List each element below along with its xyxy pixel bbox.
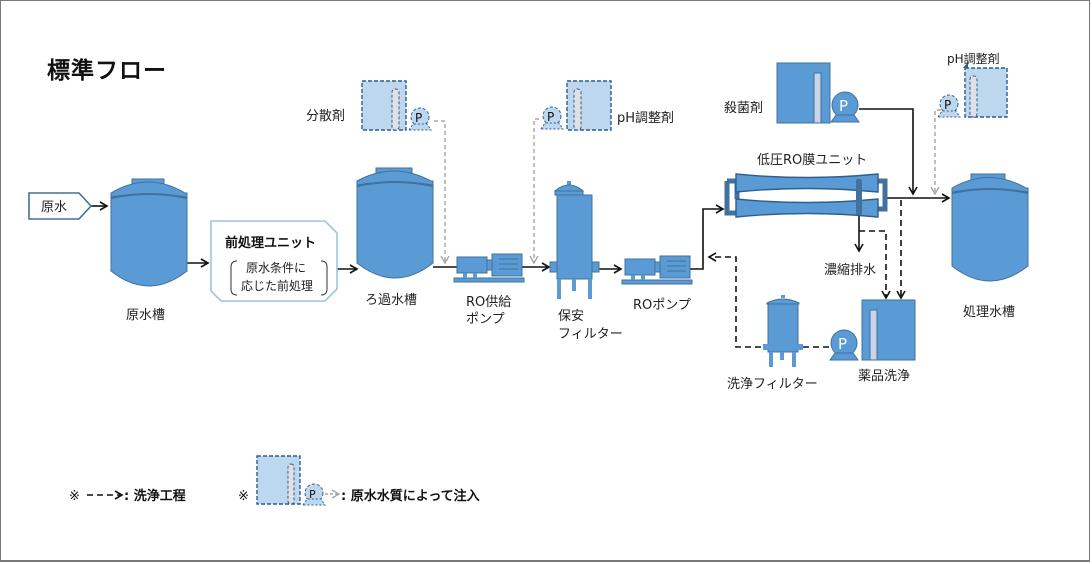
ro-feed-pump[interactable] [453, 253, 525, 283]
pump-letter: P [839, 97, 848, 115]
legend: ※ : 洗浄工程 ※ P : 原水水質によって注入 [69, 455, 480, 506]
flow-ropump-to-membrane [690, 204, 725, 270]
filtered-water-tank[interactable] [356, 167, 434, 279]
cleaning-filter-label: 洗浄フィルター [727, 377, 818, 392]
ro-pump[interactable] [621, 255, 693, 285]
legend-mark-1: ※ [69, 489, 80, 504]
ph-adjuster-dosing-unit-1[interactable]: P [540, 80, 612, 131]
treated-water-tank-label: 処理水槽 [963, 305, 1015, 320]
ph1-injection-line [529, 118, 539, 265]
safety-filter[interactable] [549, 181, 600, 299]
ph-adjuster-label-2: pH調整剤 [947, 51, 1000, 66]
chemical-cleaning-label: 薬品洗浄 [858, 369, 910, 384]
pretreatment-line2: 応じた前処理 [241, 278, 313, 293]
cleaning-filter-to-membrane [707, 252, 761, 348]
concentrate-drain-label: 濃縮排水 [824, 262, 876, 278]
ph-adjuster-label-1: pH調整剤 [617, 110, 674, 126]
ro-pump-label: ROポンプ [633, 298, 691, 313]
dispersant-dosing-unit[interactable]: P [361, 80, 432, 131]
ro-membrane-unit-label: 低圧RO膜ユニット [757, 153, 867, 168]
pump-letter: P [547, 110, 554, 124]
sterilizer-label: 殺菌剤 [724, 100, 763, 116]
sterilizer-dosing-unit[interactable]: P [776, 62, 860, 124]
raw-water-label: 原水 [41, 200, 67, 215]
legend-optional-label: : 原水水質によって注入 [341, 488, 480, 504]
safety-filter-label-2: フィルター [558, 327, 623, 342]
main-flow-lines [91, 108, 951, 274]
ro-membrane-unit[interactable] [724, 173, 888, 218]
pretreatment-unit[interactable]: 前処理ユニット 原水条件に 応じた前処理 [210, 220, 338, 302]
pump-letter: P [415, 111, 422, 125]
dispersant-pump-icon [410, 107, 430, 127]
optional-injection-lines [434, 109, 941, 265]
cleaning-filter[interactable] [763, 295, 803, 367]
dispersant-injection-line [434, 120, 450, 265]
pump-letter: P [838, 335, 847, 353]
pump-letter: P [944, 98, 951, 112]
ro-feed-pump-label-2: ポンプ [466, 312, 505, 327]
ph-adjuster-dosing-unit-2[interactable]: P [937, 62, 1008, 118]
pretreatment-line1: 原水条件に [246, 261, 306, 275]
chemical-cleaning-unit[interactable]: P [829, 299, 916, 361]
page-title: 標準フロー [47, 58, 167, 84]
ph-pump-icon-2 [939, 94, 959, 114]
cleaning-flow-lines [707, 200, 906, 348]
safety-filter-label-1: 保安 [558, 309, 584, 324]
legend-pump-icon [304, 483, 324, 503]
cleaning-return-1 [859, 230, 891, 300]
raw-water-input[interactable]: 原水 [28, 192, 93, 220]
raw-water-tank[interactable] [110, 178, 188, 287]
ph2-injection-line [930, 109, 941, 196]
pump-letter: P [309, 488, 316, 501]
legend-cleaning-label: : 洗浄工程 [124, 488, 186, 504]
pretreatment-title: 前処理ユニット [225, 235, 316, 251]
dispersant-label: 分散剤 [306, 108, 345, 124]
ph-pump-icon-1 [542, 106, 562, 126]
raw-water-tank-label: 原水槽 [126, 308, 165, 323]
legend-mark-2: ※ [238, 489, 249, 504]
flow-sterilizer-injection [859, 108, 918, 196]
filtered-water-tank-label: ろ過水槽 [365, 293, 417, 308]
treated-water-tank[interactable] [951, 173, 1029, 282]
ro-feed-pump-label-1: RO供給 [466, 295, 511, 310]
